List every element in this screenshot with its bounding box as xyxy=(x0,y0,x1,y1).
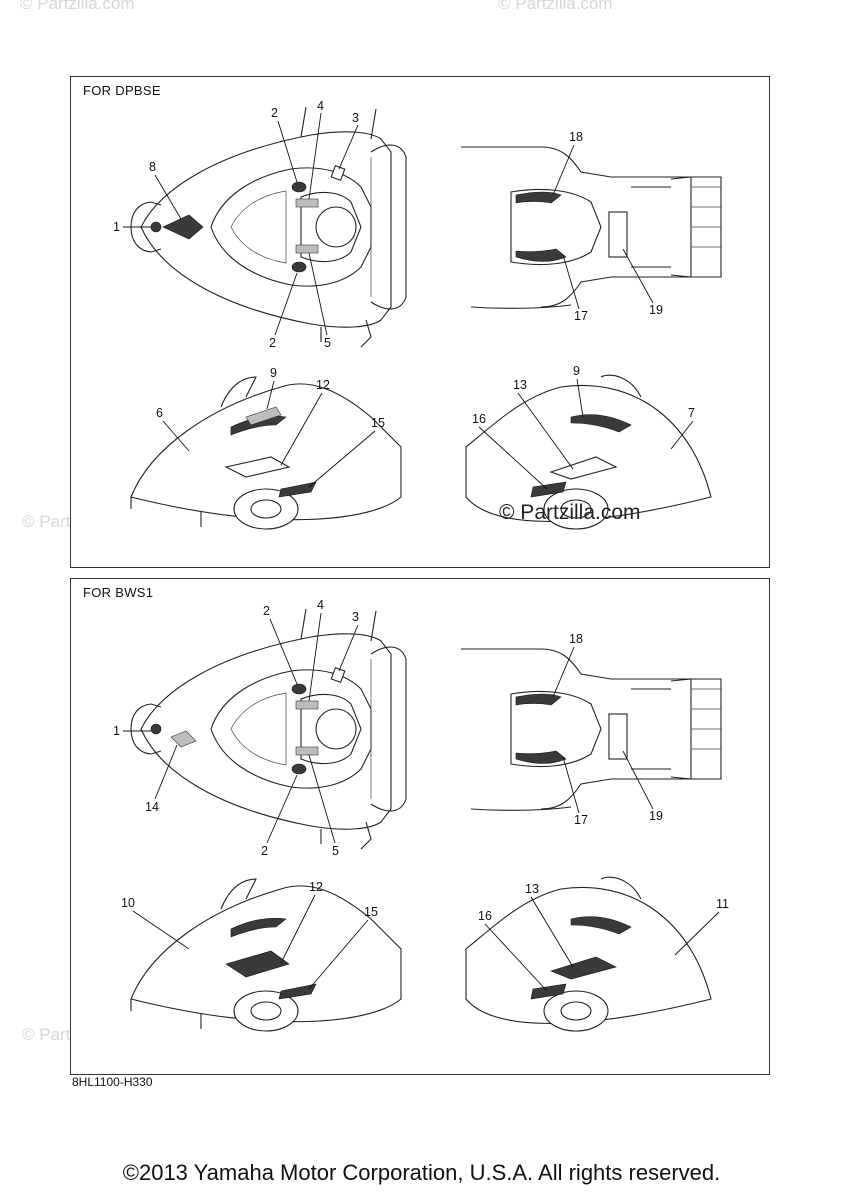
craft-right-side-view xyxy=(465,876,712,1032)
part-code: 8HL1100-H330 xyxy=(72,1075,153,1089)
watermark-top-left: © Partzilla.com xyxy=(20,0,135,13)
watermark-top-right: © Partzilla.com xyxy=(498,0,613,13)
diagram-panel-dpbse: FOR DPBSE 1 2 3 4 xyxy=(70,76,770,568)
craft-rear-view xyxy=(461,648,722,811)
callout-label: 3 xyxy=(352,111,359,125)
callout-label: 12 xyxy=(316,378,330,392)
callout-label: 2 xyxy=(261,844,268,858)
callout-label: 17 xyxy=(574,813,588,827)
callout-label: 4 xyxy=(317,598,324,612)
callout-label: 7 xyxy=(688,406,695,420)
callout-label: 19 xyxy=(649,809,663,823)
callout-label: 19 xyxy=(649,303,663,317)
copyright-notice: ©2013 Yamaha Motor Corporation, U.S.A. A… xyxy=(122,1160,721,1185)
callout-label: 1 xyxy=(113,724,120,738)
callout-label: 1 xyxy=(113,220,120,234)
callout-label: 9 xyxy=(270,366,277,380)
callout-label: 13 xyxy=(513,378,527,392)
callout-label: 5 xyxy=(324,336,331,350)
craft-left-side-view xyxy=(130,878,402,1032)
callout-label: 11 xyxy=(716,897,729,911)
craft-left-side-view xyxy=(130,376,402,530)
panel-title: FOR DPBSE xyxy=(83,83,161,98)
callout-label: 16 xyxy=(472,412,486,426)
callout-label: 6 xyxy=(156,406,163,420)
craft-right-side-view xyxy=(465,374,712,530)
callout-label: 2 xyxy=(271,106,278,120)
decal-diagram: 1 2 3 4 2 5 14 18 17 19 xyxy=(113,598,729,1032)
callout-label: 14 xyxy=(145,800,159,814)
callout-label: 3 xyxy=(352,610,359,624)
callout-label: 18 xyxy=(569,130,583,144)
decal-diagram: 1 2 3 4 2 5 8 18 17 19 xyxy=(113,99,722,530)
callout-label: 17 xyxy=(574,309,588,323)
craft-top-view xyxy=(130,608,407,850)
callout-label: 4 xyxy=(317,99,324,113)
callout-label: 16 xyxy=(478,909,492,923)
callout-label: 15 xyxy=(371,416,385,430)
callout-label: 13 xyxy=(525,882,539,896)
callout-label: 8 xyxy=(149,160,156,174)
panel-title: FOR BWS1 xyxy=(83,585,154,600)
callout-label: 9 xyxy=(573,364,580,378)
craft-top-view xyxy=(130,106,407,348)
watermark-center: © Partzilla.com xyxy=(499,501,641,524)
callout-label: 2 xyxy=(263,604,270,618)
callout-label: 10 xyxy=(121,896,135,910)
callout-label: 5 xyxy=(332,844,339,858)
diagram-panel-bws1: FOR BWS1 1 2 3 4 2 xyxy=(70,578,770,1075)
callout-label: 2 xyxy=(269,336,276,350)
craft-rear-view xyxy=(461,146,722,309)
callout-label: 18 xyxy=(569,632,583,646)
callout-label: 15 xyxy=(364,905,378,919)
callout-label: 12 xyxy=(309,880,323,894)
